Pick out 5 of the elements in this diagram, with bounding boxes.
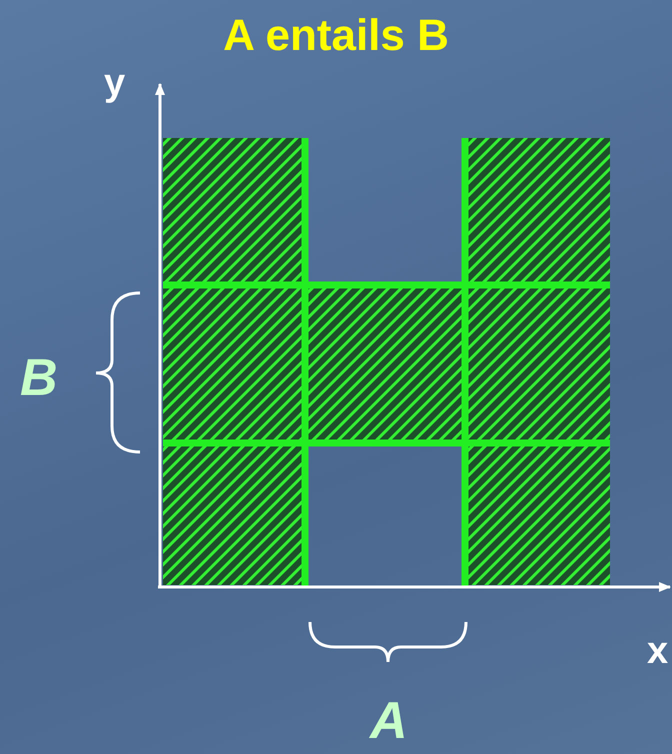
set-label: B (20, 352, 58, 404)
set-label: A (370, 695, 408, 747)
axis-label: x (647, 632, 668, 670)
diagram-title: A entails B (222, 14, 450, 58)
axis-label: y (104, 64, 126, 102)
